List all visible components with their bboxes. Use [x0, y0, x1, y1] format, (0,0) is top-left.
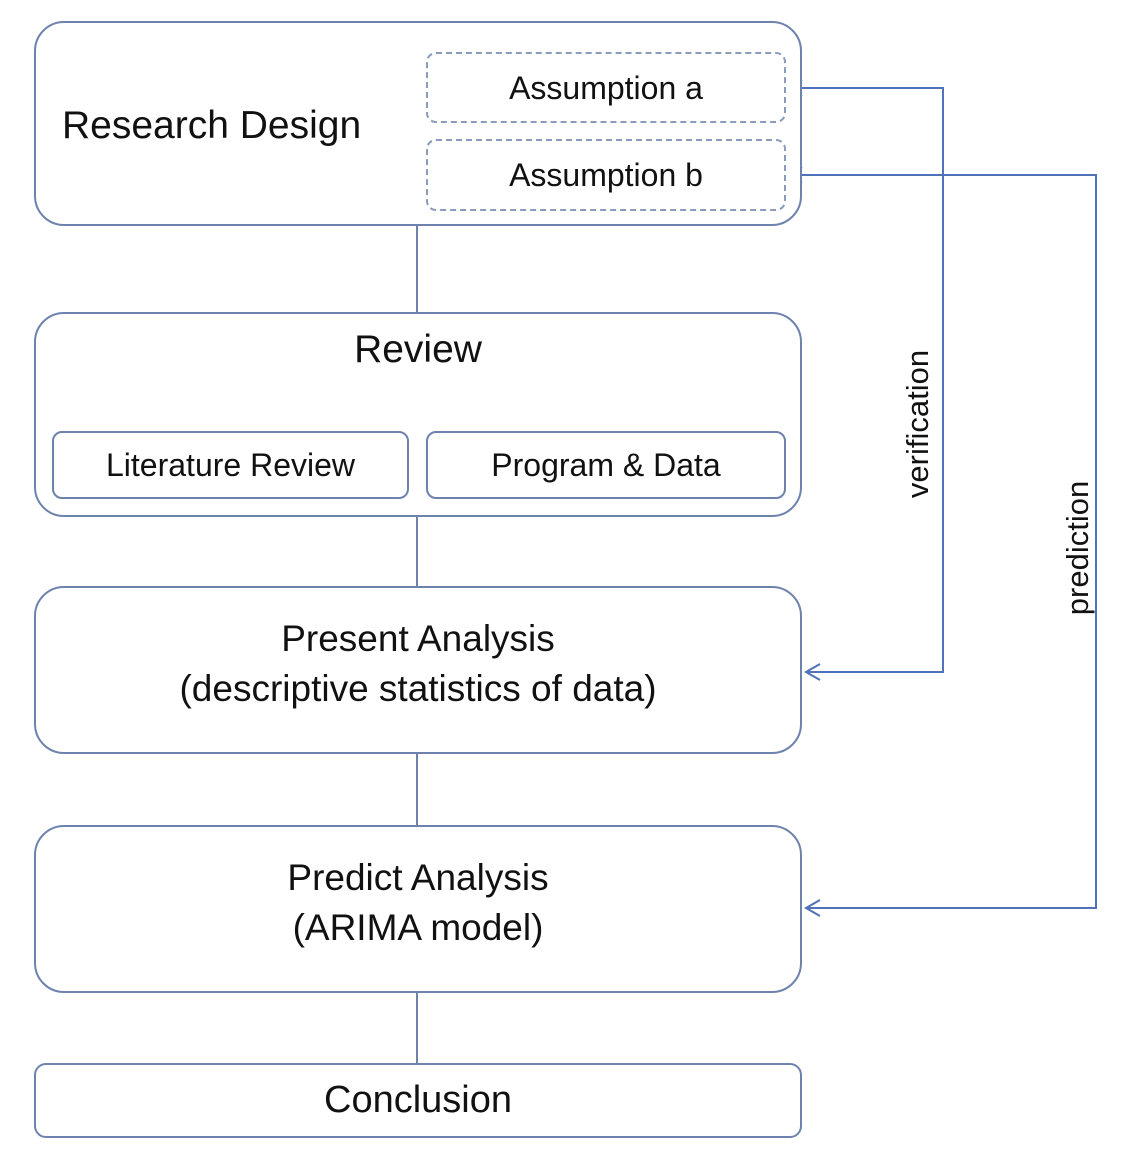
program-data-label: Program & Data	[491, 447, 721, 483]
prediction-arrow-line	[788, 174, 1097, 909]
present-analysis-box: Present Analysis (descriptive statistics…	[34, 586, 802, 754]
review-title: Review	[354, 328, 482, 371]
research-design-title: Research Design	[62, 104, 362, 147]
present-analysis-title: Present Analysis	[281, 618, 555, 659]
present-analysis-subtitle: (descriptive statistics of data)	[179, 668, 657, 709]
predict-analysis-box: Predict Analysis (ARIMA model)	[34, 825, 802, 993]
assumption-b-label: Assumption b	[509, 157, 703, 193]
predict-analysis-subtitle: (ARIMA model)	[292, 907, 544, 948]
verification-arrow-line	[788, 87, 944, 673]
assumption-a-label: Assumption a	[509, 70, 703, 106]
conclusion-box: Conclusion	[34, 1063, 802, 1138]
assumption-b-box: Assumption b	[426, 139, 786, 211]
verification-label: verification	[900, 349, 935, 499]
program-data-box: Program & Data	[426, 431, 786, 499]
arrowhead-present-analysis	[803, 663, 821, 681]
arrowhead-predict-analysis	[803, 899, 821, 917]
literature-review-label: Literature Review	[106, 447, 355, 483]
conclusion-title: Conclusion	[324, 1079, 512, 1121]
literature-review-box: Literature Review	[52, 431, 409, 499]
prediction-label: prediction	[1060, 480, 1095, 616]
assumption-a-box: Assumption a	[426, 52, 786, 123]
predict-analysis-title: Predict Analysis	[287, 857, 549, 898]
